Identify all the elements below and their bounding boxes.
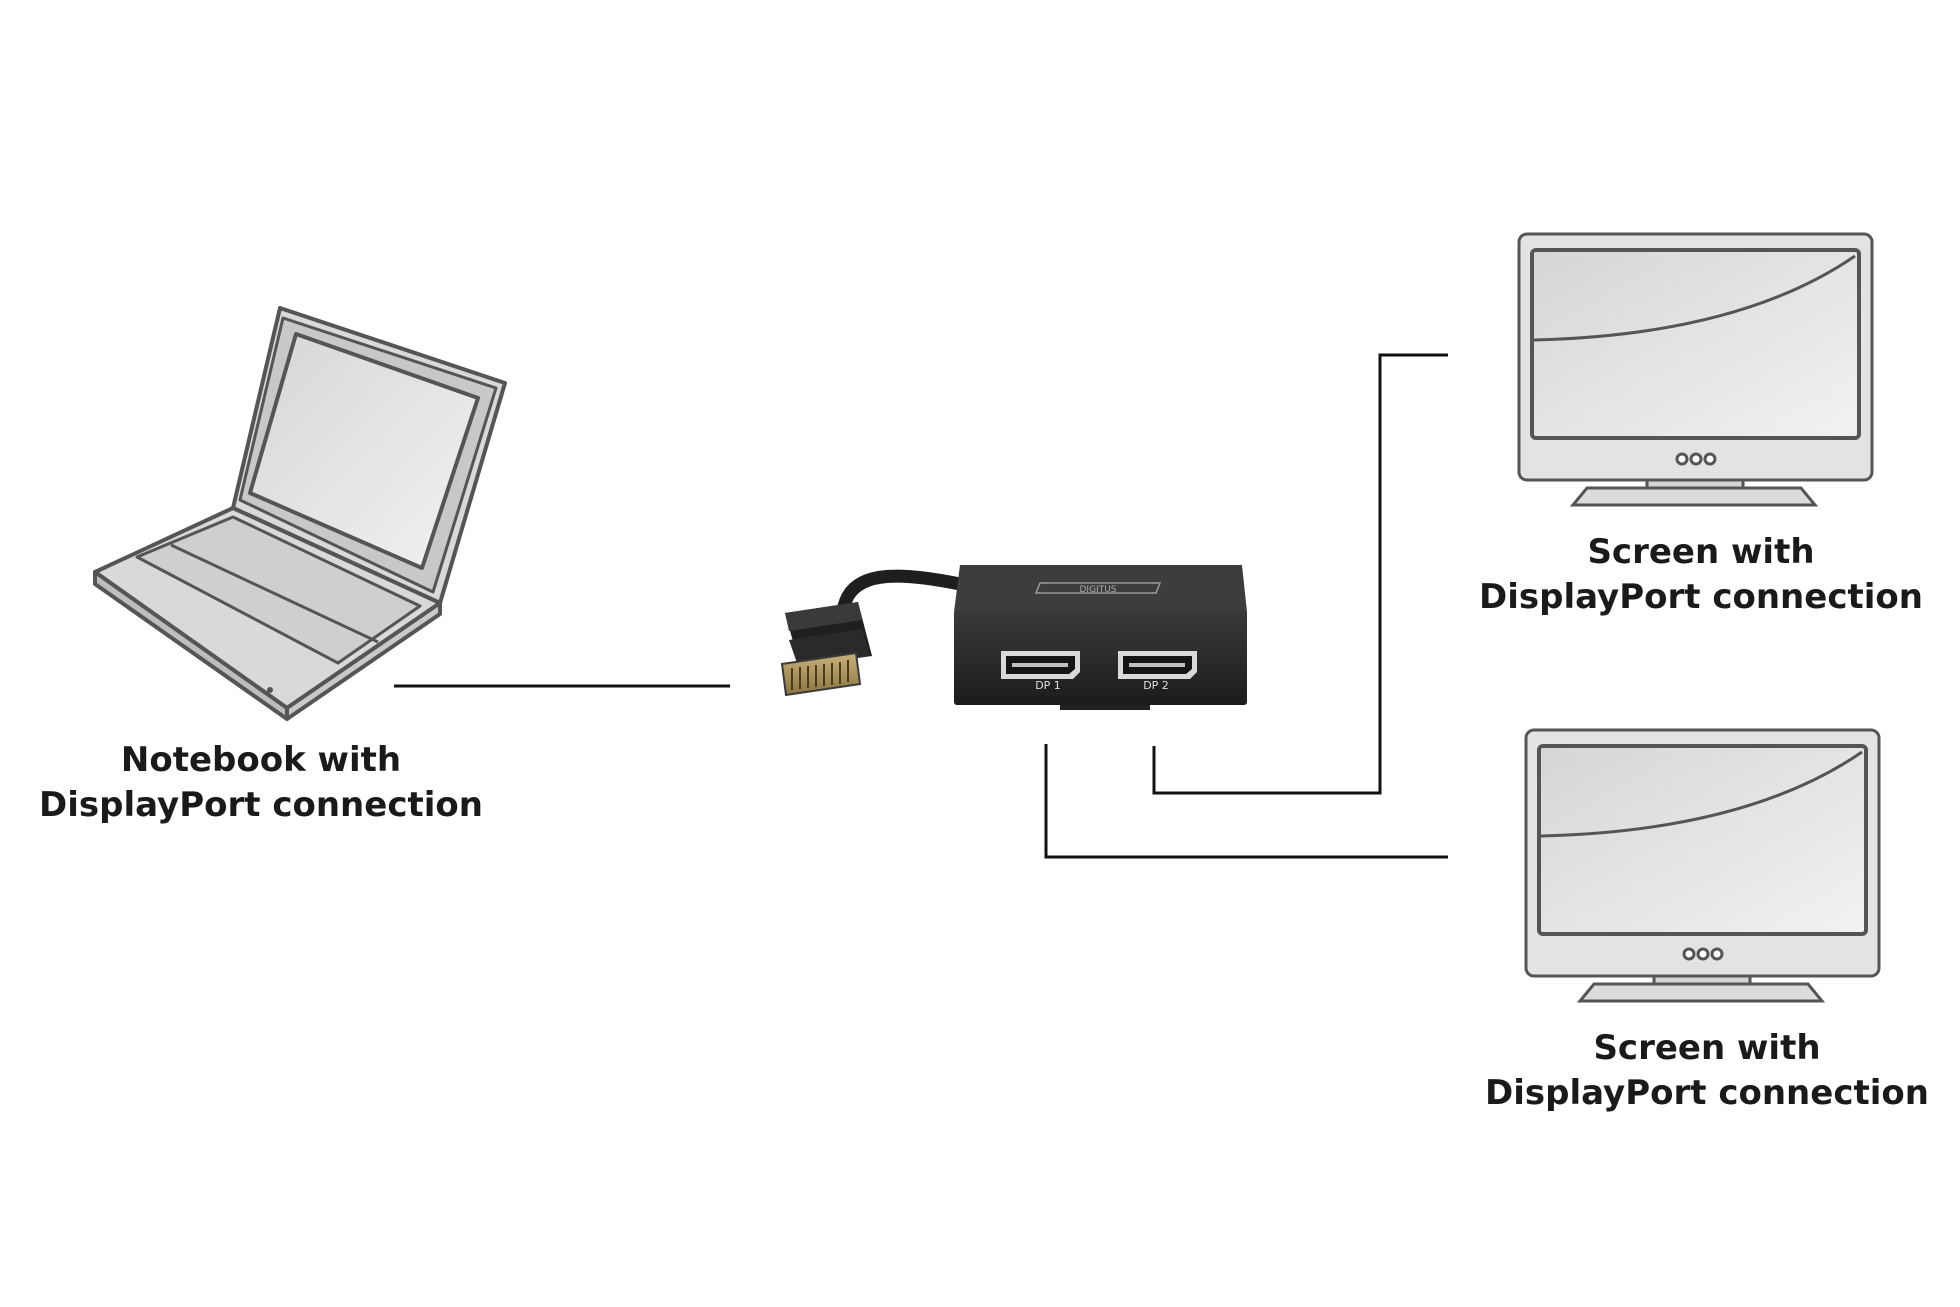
notebook-label-line1: Notebook with (120, 740, 402, 780)
monitor-icon (1524, 728, 1881, 1003)
screen-2-label-line2: DisplayPort connection (1485, 1073, 1929, 1113)
screen-1-label-line1: Screen with (1587, 532, 1815, 572)
dp2-connection-line (1152, 353, 1448, 795)
laptop-icon (93, 306, 507, 721)
dp1-connection-line (1044, 744, 1448, 859)
dp2-label: DP 2 (1143, 679, 1169, 692)
dp1-port-icon (1001, 651, 1080, 679)
screen-1-label: Screen with DisplayPort connection (1479, 530, 1923, 620)
notebook-label: Notebook with DisplayPort connection (39, 738, 483, 828)
screen-2-label: Screen with DisplayPort connection (1485, 1026, 1929, 1116)
monitor-icon (1517, 232, 1874, 507)
dp2-port-icon (1118, 651, 1197, 679)
notebook-label-line2: DisplayPort connection (39, 785, 483, 825)
displayport-splitter-icon: DIGITUS DP 1 DP 2 (780, 565, 1247, 710)
brand-label: DIGITUS (1079, 585, 1116, 595)
connection-lines (394, 353, 1448, 859)
dp1-label: DP 1 (1035, 679, 1061, 692)
screen-1-label-line2: DisplayPort connection (1479, 577, 1923, 617)
screen-2-label-line1: Screen with (1593, 1028, 1821, 1068)
